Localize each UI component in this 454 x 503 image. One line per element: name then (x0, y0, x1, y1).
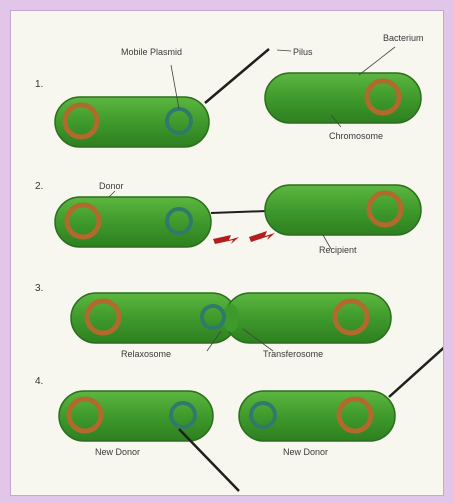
label-bacterium: Bacterium (383, 33, 424, 43)
label-transferosome: Transferosome (263, 349, 323, 359)
step-4-group: New Donor New Donor (59, 343, 443, 491)
label-new-donor-left: New Donor (95, 447, 140, 457)
step-2-group: Donor Recipient (55, 181, 421, 255)
leader-line (109, 191, 115, 197)
pilus-line (205, 49, 269, 103)
diagram-frame: 1. 2. 3. 4. Mobile Plasmid Pilus Bacteri… (10, 10, 444, 496)
label-recipient: Recipient (319, 245, 357, 255)
conjugation-diagram: 1. 2. 3. 4. Mobile Plasmid Pilus Bacteri… (11, 11, 443, 495)
pilus-line (389, 343, 443, 397)
pilus-line (179, 429, 239, 491)
step-number-3: 3. (35, 283, 43, 294)
step-number-2: 2. (35, 181, 43, 192)
step-3-group: Relaxosome Transferosome (71, 293, 391, 359)
recipient-cell (265, 185, 421, 235)
step-number-1: 1. (35, 79, 43, 90)
leader-line (359, 47, 395, 75)
leader-line (277, 50, 291, 51)
pilus-line (211, 211, 267, 213)
label-mobile-plasmid: Mobile Plasmid (121, 47, 182, 57)
label-pilus: Pilus (293, 47, 313, 57)
label-donor: Donor (99, 181, 124, 191)
step-number-4: 4. (35, 376, 43, 387)
dna-transfer-arrow-icon (213, 231, 275, 244)
step-1-group: Mobile Plasmid Pilus Bacterium Chromosom… (55, 33, 424, 147)
label-relaxosome: Relaxosome (121, 349, 171, 359)
label-chromosome: Chromosome (329, 131, 383, 141)
label-new-donor-right: New Donor (283, 447, 328, 457)
